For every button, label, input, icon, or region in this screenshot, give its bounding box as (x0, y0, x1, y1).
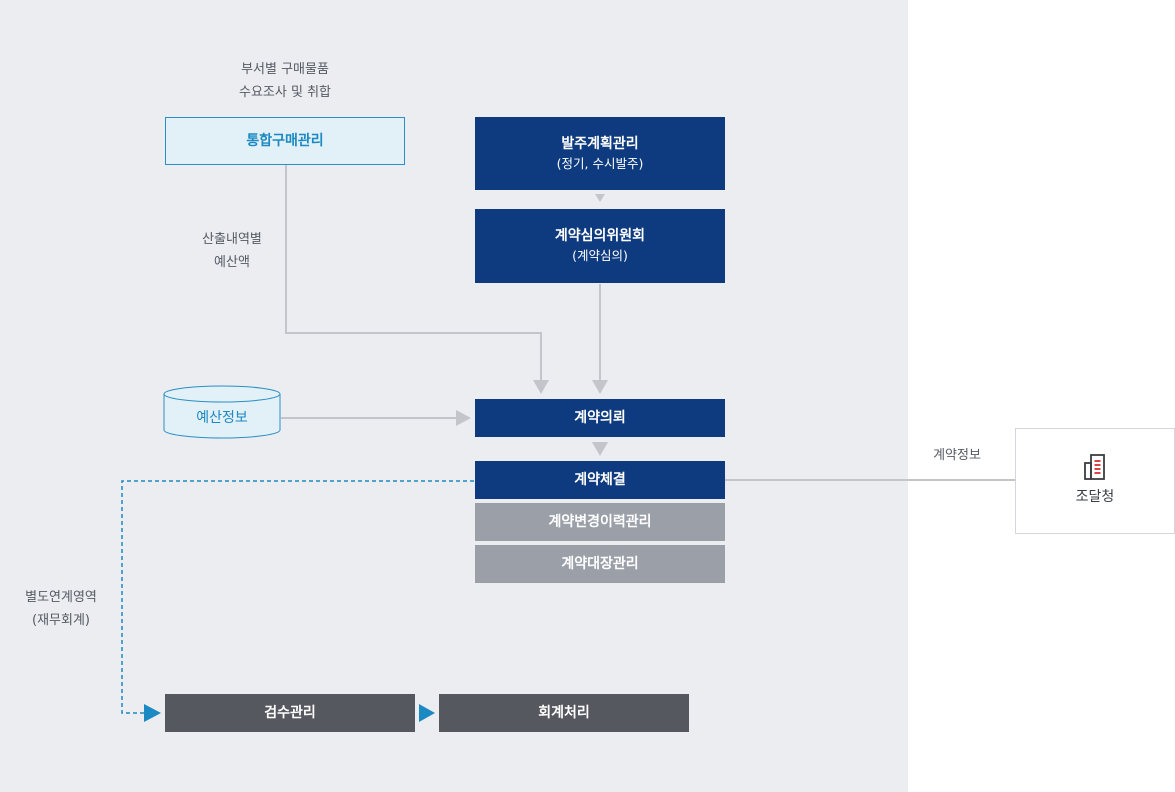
contract-change-box[interactable]: 계약변경이력관리 (475, 503, 725, 541)
contract-request-label: 계약의뢰 (574, 410, 626, 426)
arrowhead-budget (456, 410, 471, 426)
separate-area-note: 별도연계영역 (재무회계) (25, 590, 97, 628)
inspection-box[interactable]: 검수관리 (165, 694, 415, 732)
arrowhead-inspection (144, 704, 161, 722)
survey-note: 부서별 구매물품 수요조사 및 취합 (239, 62, 331, 100)
contract-request-box[interactable]: 계약의뢰 (475, 399, 725, 437)
committee-box[interactable]: 계약심의위원회 (계약심의) (475, 209, 725, 283)
arrowhead-inspection-to-accounting (419, 704, 435, 722)
contract-signing-box[interactable]: 계약체결 (475, 461, 725, 499)
agency-name: 조달청 (1075, 489, 1115, 505)
integrated-purchase-box[interactable]: 통합구매관리 (165, 117, 405, 165)
contract-ledger-box[interactable]: 계약대장관리 (475, 545, 725, 583)
building-icon (1084, 454, 1105, 480)
connector-purchase-to-request (285, 165, 542, 382)
accounting-box[interactable]: 회계처리 (439, 694, 689, 732)
contract-change-label: 계약변경이력관리 (548, 514, 652, 530)
committee-sub: (계약심의) (572, 248, 628, 263)
estimate-note: 산출내역별 예산액 (202, 232, 262, 270)
database-cylinder-icon (163, 385, 281, 439)
contract-info-label: 계약정보 (933, 448, 981, 463)
procurement-agency-card[interactable]: 조달청 (1015, 428, 1175, 534)
dashed-link-signing-to-inspection (121, 480, 474, 714)
inspection-label: 검수관리 (264, 705, 316, 721)
order-plan-title: 발주계획관리 (561, 135, 639, 152)
contract-signing-label: 계약체결 (574, 472, 626, 488)
accounting-label: 회계처리 (538, 705, 590, 721)
budget-info-db[interactable]: 예산정보 (164, 398, 280, 438)
arrowhead-committee (592, 380, 608, 394)
process-panel (0, 0, 908, 792)
integrated-purchase-label: 통합구매관리 (246, 133, 324, 149)
arrowhead-purchase (533, 380, 549, 394)
arrowhead-request-to-signing (592, 442, 608, 456)
order-plan-sub: (정기, 수시발주) (556, 155, 644, 171)
order-plan-box[interactable]: 발주계획관리 (정기, 수시발주) (475, 117, 725, 190)
contract-ledger-label: 계약대장관리 (561, 556, 639, 572)
budget-info-label: 예산정보 (196, 410, 248, 426)
arrowhead-plan-to-committee (595, 194, 605, 202)
committee-title: 계약심의위원회 (554, 228, 646, 244)
